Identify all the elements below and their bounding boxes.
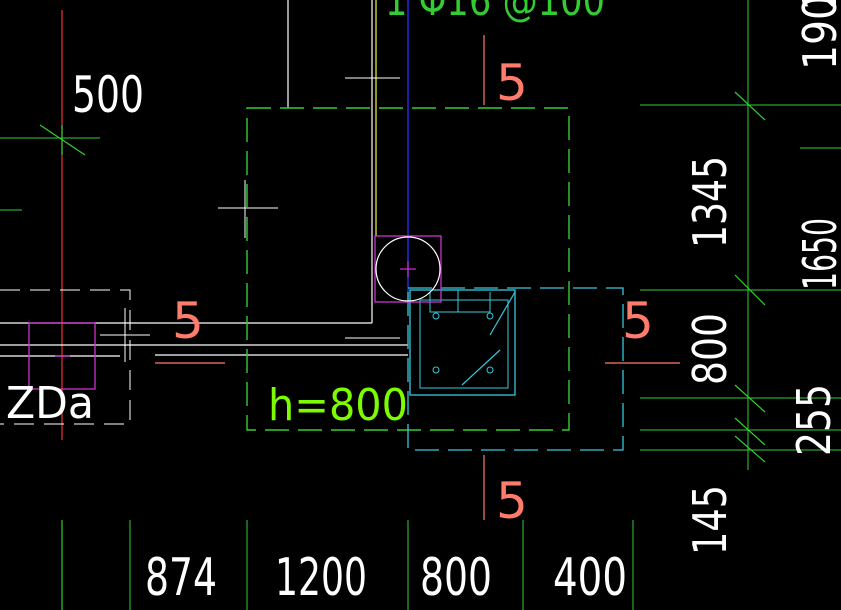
beam-height-label: h=800 (268, 380, 408, 431)
column-zda (0, 289, 131, 425)
dim-right-800: 800 (683, 313, 737, 385)
bottom-dimensions: 874 1200 800 400 (145, 548, 627, 608)
section-mark-top: 5 (496, 54, 528, 112)
section-mark-bottom: 5 (496, 472, 528, 530)
section-mark-right: 5 (622, 292, 654, 350)
dim-500-label: 500 (72, 66, 144, 124)
dim-bottom-874: 874 (145, 548, 217, 608)
beam-lines (0, 0, 408, 357)
drawing-text: 1 Φ16 @100 500 ZDa h=800 5 5 5 5 (6, 0, 654, 530)
dim-bottom-800: 800 (420, 548, 492, 608)
pile-marker (374, 235, 442, 303)
dim-bottom-400: 400 (553, 548, 627, 608)
right-dimensions: 190 1345 1650 800 255 145 2 (683, 0, 841, 555)
section-mark-left: 5 (172, 292, 204, 350)
dim-right-1650: 1650 (793, 218, 841, 290)
dim-right-190: 190 (793, 0, 841, 70)
dim-bottom-1200: 1200 (275, 548, 367, 608)
rebar-note: 1 Φ16 @100 (385, 0, 605, 25)
corner-glyph: 2 (793, 0, 841, 10)
section-lines (155, 35, 680, 520)
dim-right-145: 145 (683, 485, 737, 555)
column-section (407, 287, 624, 451)
crosshairs (100, 58, 400, 362)
dim-right-255: 255 (787, 384, 841, 456)
column-label-zda: ZDa (6, 378, 94, 429)
dimension-ticks (39, 91, 766, 463)
dim-right-1345: 1345 (683, 156, 737, 248)
